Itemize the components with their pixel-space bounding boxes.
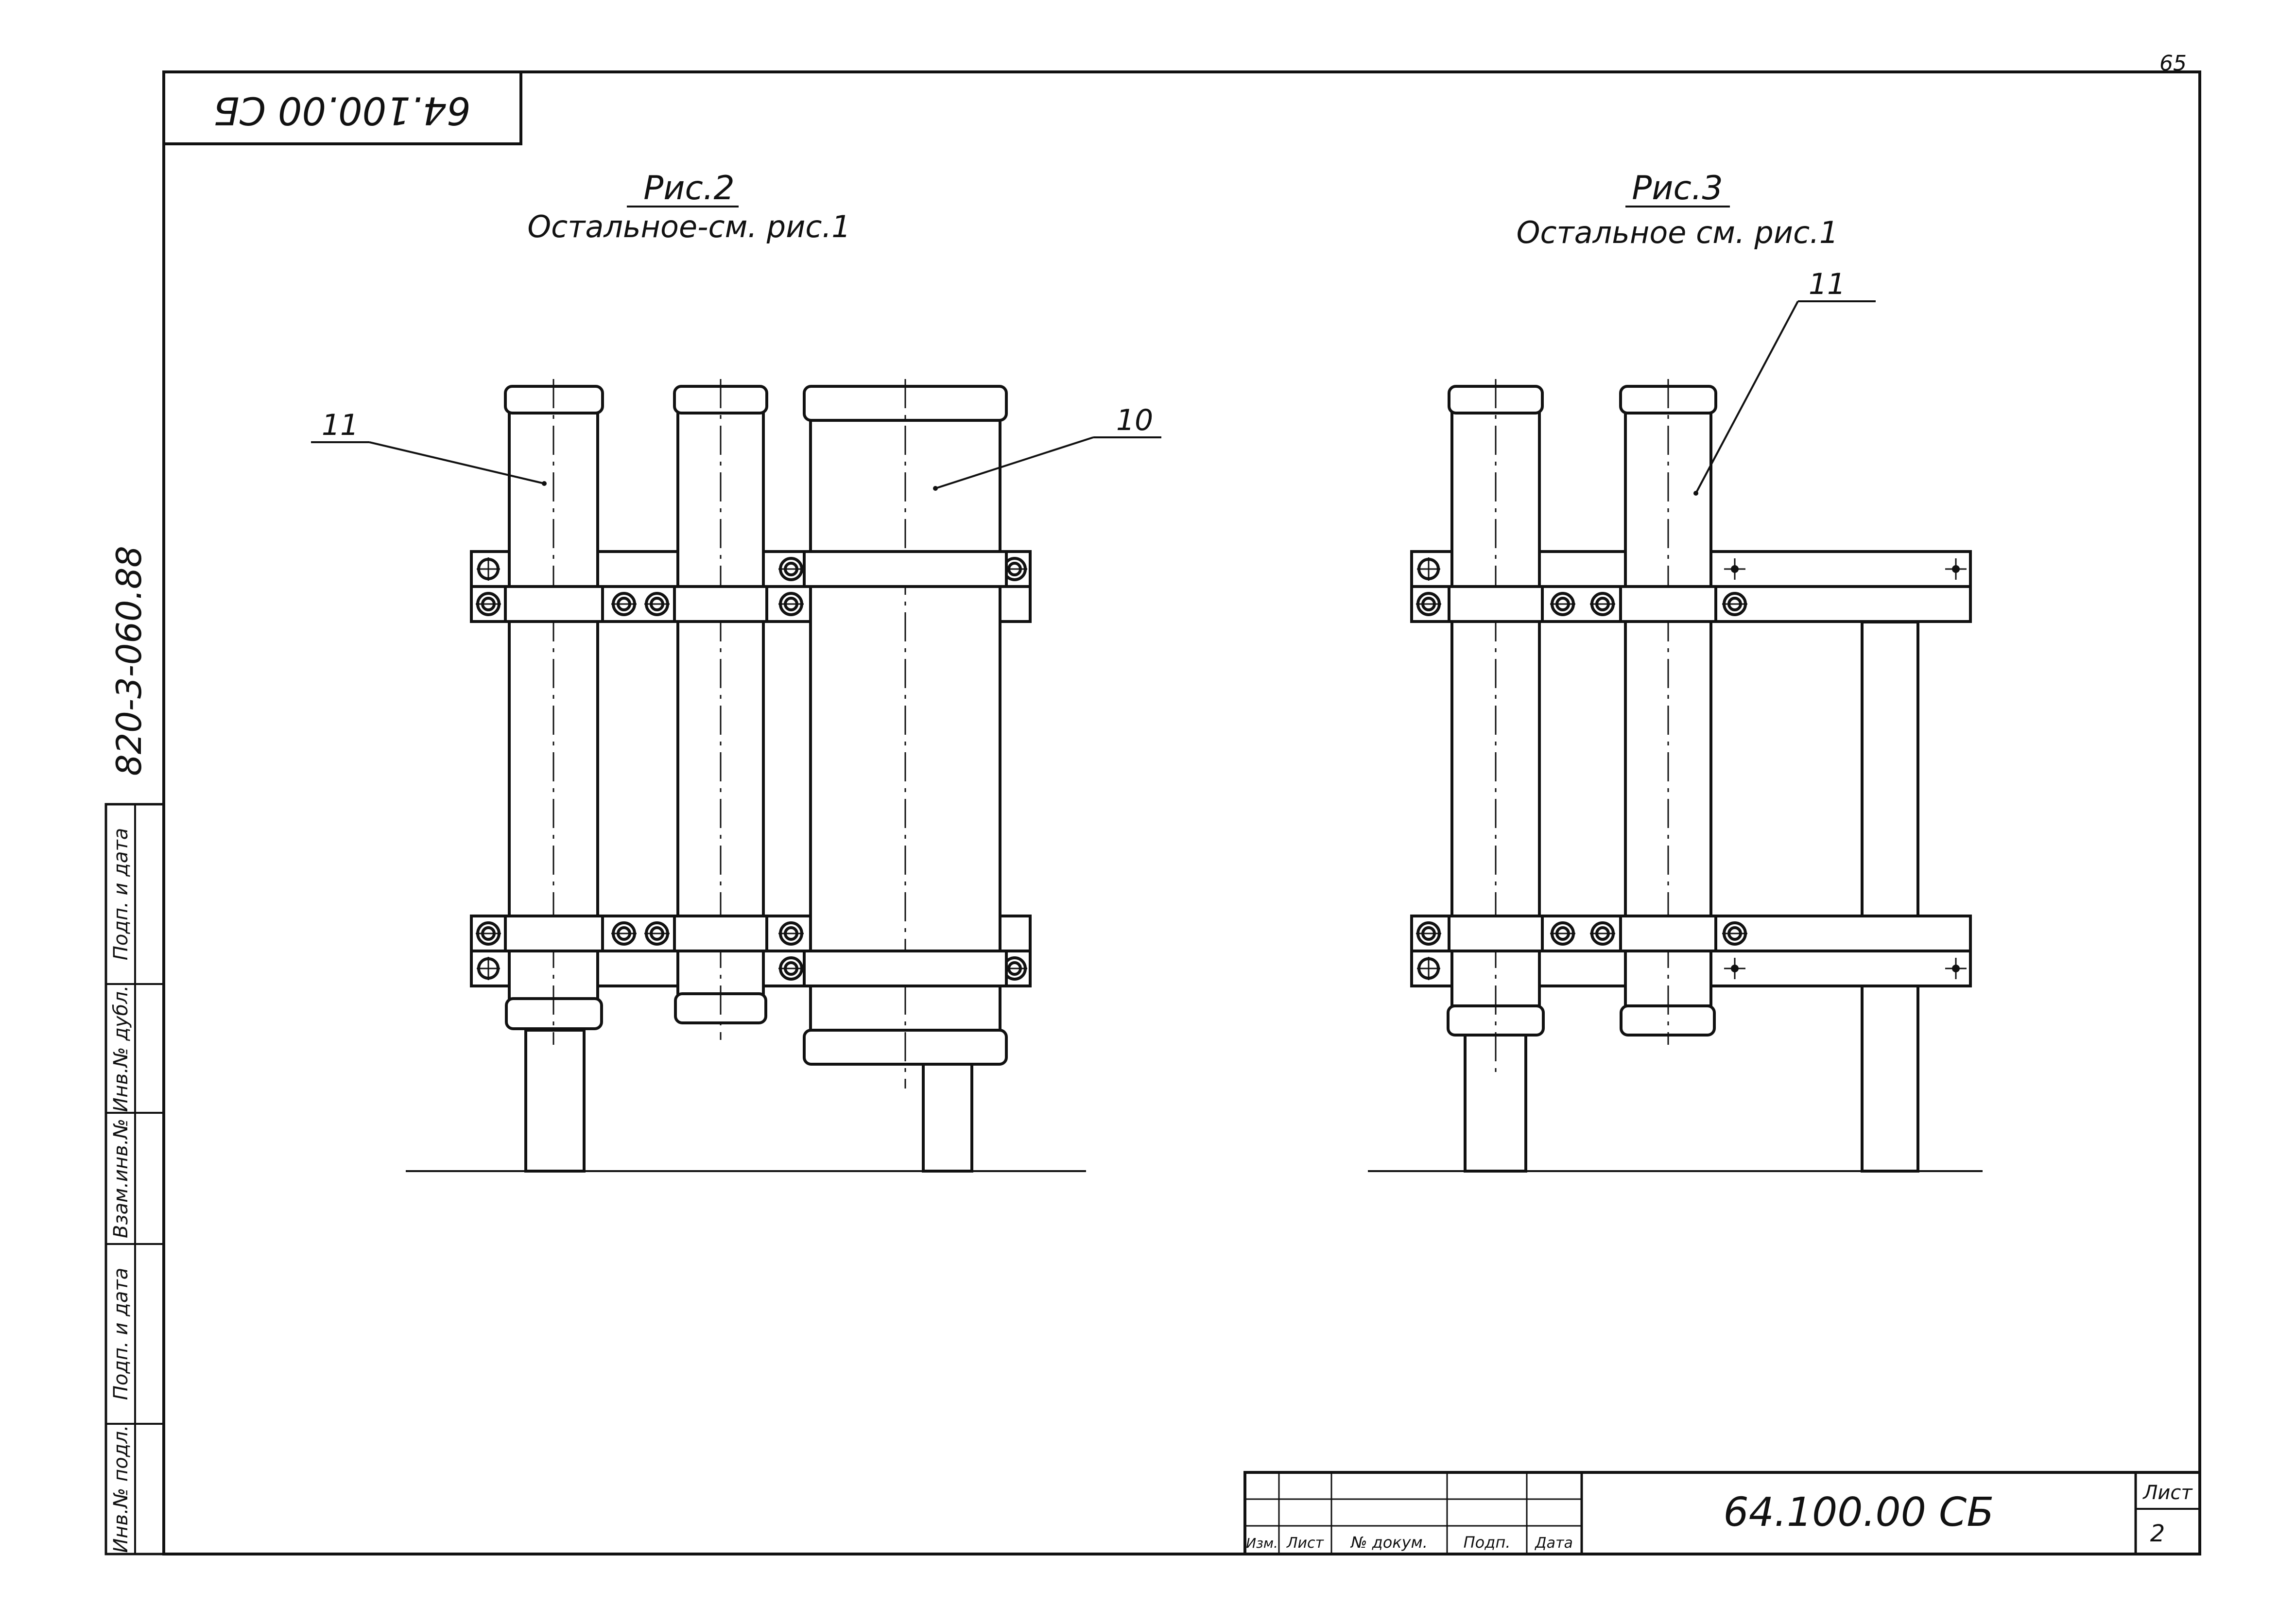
support-leg — [524, 1029, 586, 1173]
sheet-number: 2 — [2150, 1520, 2165, 1547]
top-stamp-box — [162, 70, 522, 145]
clamp-band — [1448, 585, 1544, 623]
clamp-band — [1619, 585, 1717, 623]
side-stamp-label: Инв.№ подл. — [110, 1425, 132, 1553]
figure-3: Рис.3 Остальное см. рис.1 — [1368, 169, 1983, 1173]
side-stamp-table: Подп. и дата Инв.№ дубл. Взам.инв.№ Подп… — [104, 803, 165, 1555]
bolt-group — [476, 557, 1027, 981]
clamp-band — [673, 915, 768, 952]
side-code: 820-3-060.88 — [109, 546, 149, 776]
callout-10: 10 — [933, 403, 1161, 491]
figure-2-note: Остальное-см. рис.1 — [527, 209, 850, 244]
figure-2: Рис.2 Остальное-см. рис.1 — [311, 169, 1161, 1173]
title-block-column: № докум. — [1350, 1533, 1428, 1552]
title-block-column: Лист — [1286, 1535, 1325, 1552]
pipe — [1447, 379, 1545, 1079]
clamp-band — [803, 550, 1008, 588]
top-stamp-code: 64.100.00 СБ — [213, 88, 471, 132]
side-stamp-label: Подп. и дата — [110, 1268, 132, 1400]
side-stamp-label: Взам.инв.№ — [110, 1119, 132, 1238]
clamp-band — [673, 585, 768, 623]
large-pipe — [803, 379, 1008, 1089]
side-stamp-label: Инв.№ дубл. — [110, 985, 132, 1112]
callout-11: 11 — [1693, 267, 1876, 496]
callout-label: 11 — [1809, 267, 1846, 301]
pipe — [673, 379, 768, 1040]
figure-3-note: Остальное см. рис.1 — [1517, 215, 1839, 250]
support-post — [1861, 621, 1919, 1173]
title-block: Изм. Лист № докум. Подп. Дата 64.100.00 … — [1243, 1471, 2201, 1555]
bolt-group — [1416, 557, 1967, 980]
callout-label: 10 — [1116, 403, 1153, 437]
figure-3-title: Рис.3 — [1632, 169, 1723, 207]
side-stamp-label: Подп. и дата — [110, 828, 132, 960]
drawing-designation: 64.100.00 СБ — [1724, 1489, 1994, 1536]
sheet-label: Лист — [2142, 1482, 2193, 1504]
pipe — [504, 379, 604, 1045]
title-block-column: Дата — [1534, 1535, 1573, 1552]
clamp-band — [803, 950, 1008, 987]
clamp-band — [1619, 915, 1717, 952]
figure-2-title: Рис.2 — [643, 169, 734, 207]
callout-label: 11 — [322, 408, 359, 442]
callout-11: 11 — [311, 408, 547, 486]
title-block-column: Подп. — [1464, 1533, 1511, 1552]
pipe — [1619, 379, 1717, 1045]
clamp-band — [1448, 915, 1544, 952]
support-leg — [922, 1063, 973, 1173]
clamp-band — [504, 915, 604, 952]
clamp-band — [504, 585, 604, 623]
title-block-column: Изм. — [1246, 1535, 1278, 1551]
